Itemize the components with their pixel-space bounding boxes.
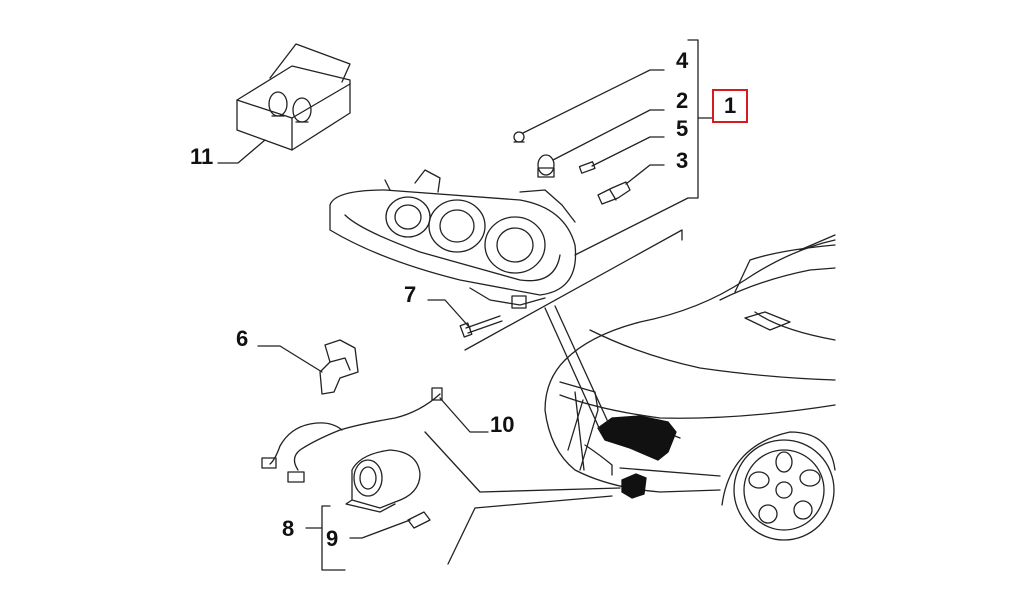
headlight-assembly (329, 169, 577, 309)
car-front (544, 234, 836, 541)
screw-7 (459, 315, 503, 338)
bracket-6 (319, 339, 359, 395)
car-foglamp-highlight (621, 473, 647, 499)
car-headlight-highlight (597, 415, 677, 461)
callout-10: 10 (490, 412, 515, 437)
bulb-kit-box (236, 43, 351, 151)
callout-2: 2 (676, 88, 689, 113)
callout-1: 1 (712, 89, 749, 123)
bulb-w5w-5 (578, 161, 596, 174)
wiring-harness-10 (261, 387, 443, 483)
callout-4: 4 (676, 48, 689, 73)
bulb-small-4 (513, 131, 525, 143)
fog-lamp-8 (345, 449, 421, 513)
leader-lines (217, 39, 713, 571)
callout-5: 5 (676, 116, 689, 141)
bulb-h7-2 (537, 154, 555, 178)
callout-6: 6 (236, 326, 249, 351)
callout-9: 9 (326, 526, 339, 551)
bulb-9 (407, 511, 431, 529)
callout-7: 7 (404, 282, 417, 307)
bulb-3 (597, 181, 631, 205)
callout-11: 11 (190, 144, 214, 169)
callout-8: 8 (282, 516, 295, 541)
callout-3: 3 (676, 148, 689, 173)
